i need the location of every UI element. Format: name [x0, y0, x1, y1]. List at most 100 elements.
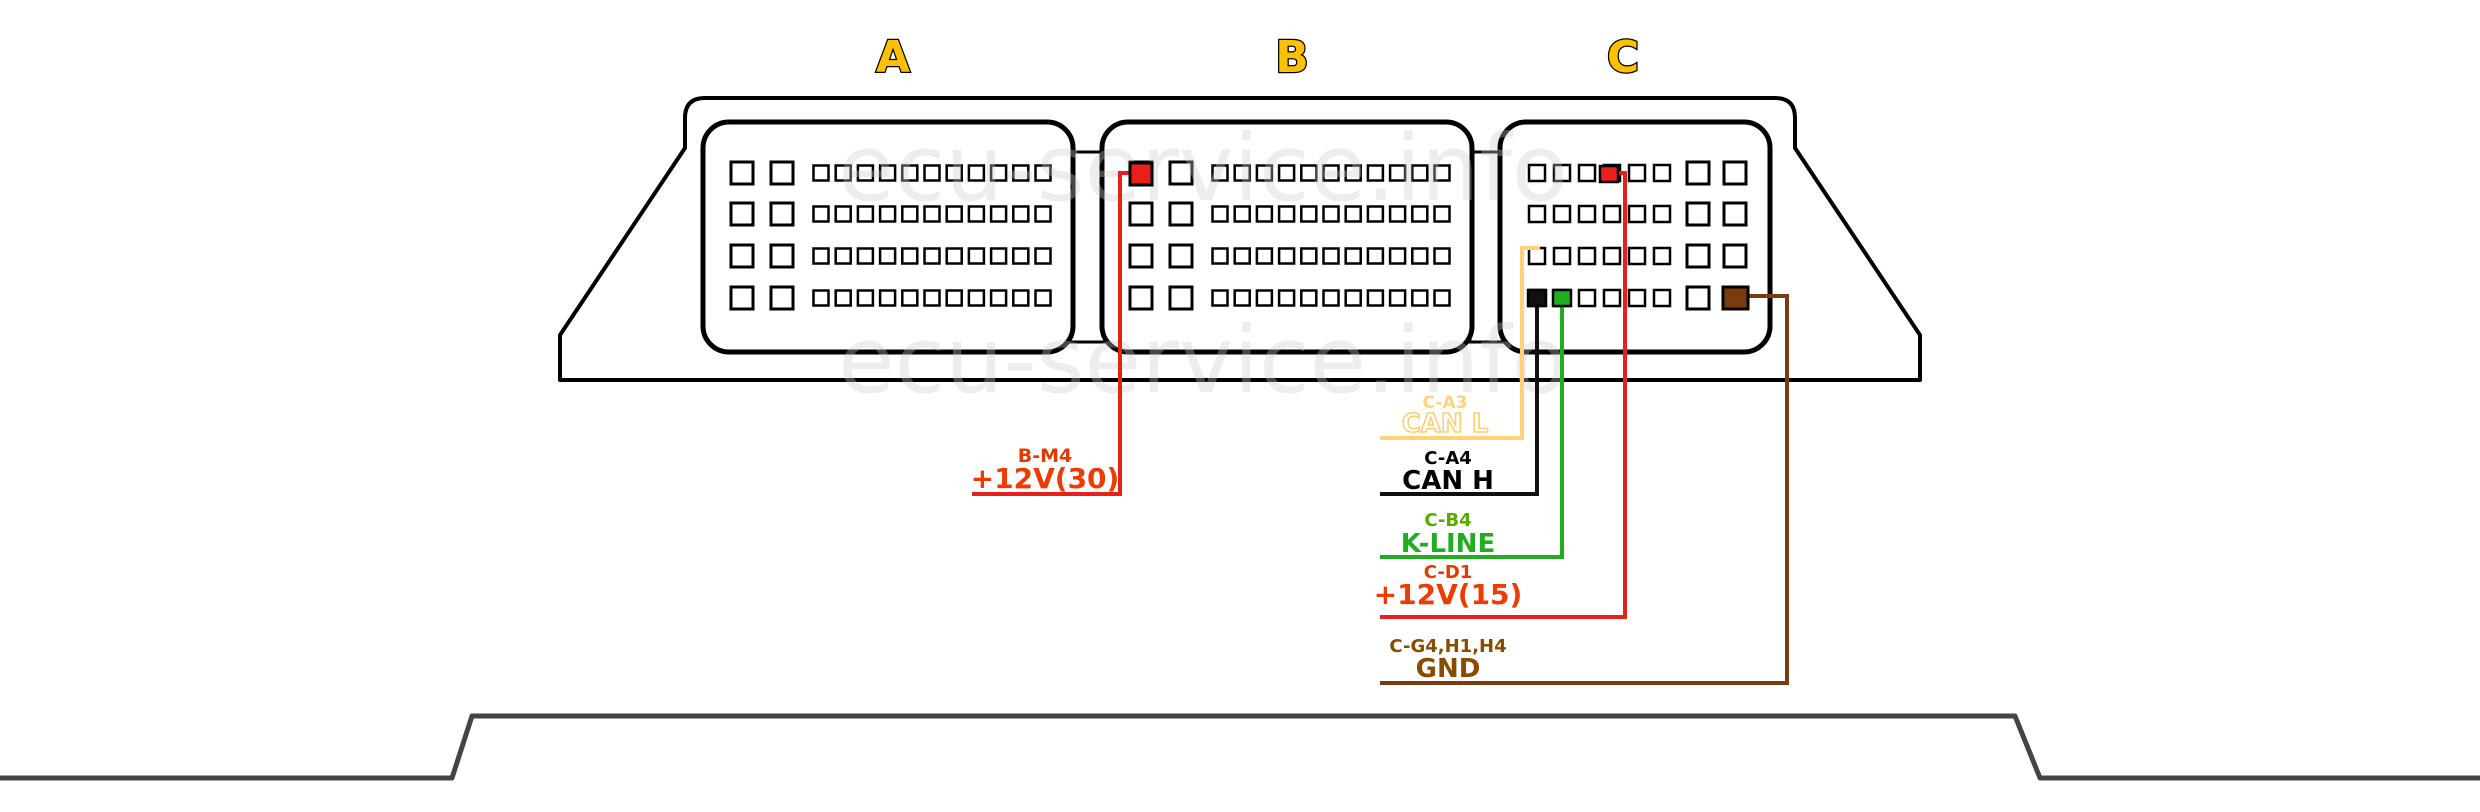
wire-c-a3	[1380, 246, 1540, 440]
connector-a-pin-r1-0	[729, 201, 755, 227]
connector-a-pin-r0-5	[878, 164, 897, 182]
connector-b-pin-r2-6	[1300, 247, 1318, 265]
connector-b-pin-r2-11	[1411, 247, 1429, 265]
connector-a-pin-r3-5	[878, 289, 897, 307]
connector-c-pin-r1-2	[1577, 204, 1597, 224]
connector-a-pin-r0-0	[729, 160, 755, 186]
label-c-d1-pin: C-D1	[1424, 562, 1473, 583]
connector-b-pin-r1-2	[1211, 205, 1229, 223]
label-c-b4-pin: C-B4	[1424, 510, 1471, 531]
connector-a-pin-r1-4	[856, 205, 875, 223]
wire-c-a4	[1380, 296, 1539, 496]
connector-b-pin-r0-1	[1168, 160, 1194, 186]
connector-a-pin-r3-9	[967, 289, 986, 307]
connector-b-pin-r1-12	[1433, 205, 1451, 223]
connector-b-pin-r1-6	[1300, 205, 1318, 223]
watermark-bottom: ecu-service.info	[838, 307, 1568, 414]
connector-c-pin-r2-6	[1685, 243, 1711, 269]
connector-c-pin-r0-0	[1527, 163, 1547, 183]
connector-a-pin-r2-6	[901, 247, 919, 265]
connector-b-pin-r0-8	[1344, 164, 1362, 182]
connector-a-pin-r3-12	[1034, 289, 1052, 307]
connector-b-pin-r0-2	[1211, 164, 1229, 182]
connector-c-pin-r0-5	[1652, 163, 1672, 183]
connector-b-pin-r0-4	[1255, 164, 1274, 182]
connector-b-pin-r2-12	[1433, 247, 1451, 265]
connector-b-label: B	[1275, 32, 1309, 83]
pin-c-a1	[1598, 164, 1620, 184]
wire-c-gnd	[1380, 294, 1789, 685]
connector-a-pin-r3-6	[901, 289, 919, 307]
connector-c-pin-r2-5	[1652, 246, 1672, 266]
connector-b-pin-r2-3	[1233, 247, 1251, 265]
connector-a-pin-r3-1	[769, 285, 795, 311]
connector-c-pin-r2-7	[1722, 243, 1748, 269]
label-c-b4-name: K-LINE	[1401, 529, 1495, 559]
connector-b-pin-r3-0	[1128, 285, 1154, 311]
connector-b-pin-r3-11	[1411, 289, 1429, 307]
connector-c-pin-r1-6	[1685, 201, 1711, 227]
connector-b-pin-r1-0	[1128, 201, 1154, 227]
connector-c-pin-r0-4	[1627, 163, 1647, 183]
label-b-m4-name: +12V(30)	[971, 462, 1120, 495]
connector-b-pin-r0-9	[1366, 164, 1385, 182]
connector-a-pin-r2-11	[1012, 247, 1030, 265]
label-c-a3-pin: C-A3	[1423, 393, 1468, 413]
connector-b-pin-r1-8	[1344, 205, 1362, 223]
label-c-gnd-name: GND	[1416, 654, 1481, 684]
connector-c-pin-r2-3	[1602, 246, 1622, 266]
connector-b-pin-r0-11	[1411, 164, 1429, 182]
connector-c-label: C	[1607, 32, 1639, 83]
connector-b-pin-r3-9	[1366, 289, 1385, 307]
label-c-d1-name: +12V(15)	[1374, 578, 1523, 611]
label-c-a4-pin: C-A4	[1424, 448, 1472, 469]
connector-a-pin-r1-11	[1012, 205, 1030, 223]
connector-c-pin-r1-3	[1602, 204, 1622, 224]
connector-b-pin-r3-8	[1344, 289, 1362, 307]
connector-c-pin-r1-5	[1652, 204, 1672, 224]
connector-a-pin-r0-11	[1012, 164, 1030, 182]
connector-b-pin-r3-6	[1300, 289, 1318, 307]
connector-c-pin-r0-2	[1577, 163, 1597, 183]
connector-c-pin-r0-6	[1685, 160, 1711, 186]
connector-c-pin-r0-7	[1722, 160, 1748, 186]
connector-a-pin-r3-4	[856, 289, 875, 307]
connector-a-pin-r1-1	[769, 201, 795, 227]
connector-b-pin-r1-10	[1388, 205, 1407, 223]
connector-b-pin-r1-4	[1255, 205, 1274, 223]
connector-a-pin-r1-9	[967, 205, 986, 223]
connector-c-pin-r3-6	[1685, 285, 1711, 311]
connector-b-pin-r2-2	[1211, 247, 1229, 265]
connector-a-pin-r1-12	[1034, 205, 1052, 223]
connector-b-pin-r1-7	[1322, 205, 1340, 223]
connector-c-pin-r2-2	[1577, 246, 1597, 266]
connector-a-pin-r1-8	[945, 205, 963, 223]
lower-housing-edge	[0, 713, 2480, 781]
connector-a-pin-r3-11	[1012, 289, 1030, 307]
connector-a-pin-r2-2	[812, 247, 830, 265]
connector-c-pin-r1-0	[1527, 204, 1547, 224]
connector-c-pin-r2-4	[1627, 246, 1647, 266]
connector-a-pin-r3-10	[989, 289, 1008, 307]
connector-c-pin-r3-3	[1602, 288, 1622, 308]
connector-a-pin-r1-7	[923, 205, 941, 223]
connector-b-pin-r2-8	[1344, 247, 1362, 265]
connector-b-pin-r0-7	[1322, 164, 1340, 182]
connector-b-pin-r1-11	[1411, 205, 1429, 223]
connector-b-pin-r3-3	[1233, 289, 1251, 307]
connector-a-pin-r3-7	[923, 289, 941, 307]
connector-a-pin-r1-10	[989, 205, 1008, 223]
connector-b-pin-r3-2	[1211, 289, 1229, 307]
wire-c-b4	[1380, 296, 1564, 559]
connector-a-pin-r0-6	[901, 164, 919, 182]
connector-b-pin-r2-10	[1388, 247, 1407, 265]
pin-c-a4	[1526, 288, 1548, 308]
connector-a-pin-r0-4	[856, 164, 875, 182]
connector-a-pin-r2-4	[856, 247, 875, 265]
connector-a-pin-r1-3	[834, 205, 852, 223]
connector-a-pin-r2-1	[769, 243, 795, 269]
connector-a-pin-r1-2	[812, 205, 830, 223]
connector-b-pin-r1-9	[1366, 205, 1385, 223]
connector-c-pin-r1-4	[1627, 204, 1647, 224]
